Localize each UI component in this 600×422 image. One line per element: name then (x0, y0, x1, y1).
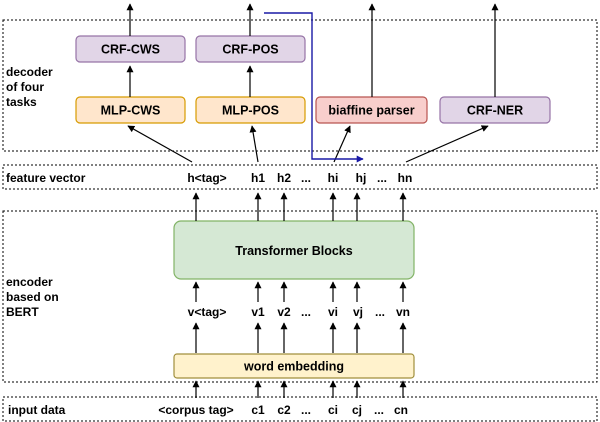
feature-token-tag: h<tag> (187, 171, 226, 185)
decoder-label-line3: tasks (6, 95, 37, 109)
feature-vector-section (2, 164, 598, 190)
transformer-blocks-box (173, 220, 415, 280)
encoder-label-line3: BERT (6, 305, 39, 319)
input-token-cj: cj (352, 403, 362, 417)
word-embedding-text: word embedding (243, 360, 344, 374)
crf-cws-text: CRF-CWS (101, 43, 160, 57)
feature-token-hj: hj (356, 171, 367, 185)
feature-token-h2: h2 (277, 171, 291, 185)
encoder-token-vi: vi (328, 305, 338, 319)
embedding-output-arrows (192, 322, 407, 353)
encoder-section (2, 210, 598, 383)
feature-token-ellipsis-2: ... (377, 171, 387, 185)
encoder-token-v1: v1 (251, 305, 265, 319)
crf-pos-text: CRF-POS (222, 43, 278, 57)
input-data-label: input data (8, 403, 66, 417)
encoder-label-line1: encoder (6, 275, 53, 289)
encoder-token-arrows (192, 281, 407, 302)
feature-token-hi: hi (328, 171, 339, 185)
input-arrows (192, 380, 407, 398)
encoder-token-tag: v<tag> (188, 305, 227, 319)
encoder-token-ellipsis-1: ... (301, 305, 311, 319)
blue-route-arrow (264, 12, 364, 163)
input-token-c2: c2 (277, 403, 291, 417)
feature-token-hn: hn (398, 171, 413, 185)
biaffine-parser-text: biaffine parser (328, 104, 414, 118)
transformer-output-arrows (192, 192, 407, 221)
input-token-cn: cn (394, 403, 408, 417)
encoder-token-vj: vj (353, 305, 363, 319)
encoder-token-v2: v2 (277, 305, 291, 319)
feature-token-ellipsis-1: ... (301, 171, 311, 185)
encoder-token-ellipsis-2: ... (375, 305, 385, 319)
input-data-section (2, 396, 598, 422)
input-token-c1: c1 (251, 403, 265, 417)
mlp-pos-text: MLP-POS (222, 104, 279, 118)
input-token-ellipsis-1: ... (301, 403, 311, 417)
crf-ner-text: CRF-NER (467, 104, 523, 118)
mlp-cws-text: MLP-CWS (101, 104, 161, 118)
word-embedding-box (173, 353, 415, 379)
transformer-blocks-text: Transformer Blocks (235, 244, 352, 258)
decoder-arrows (126, 3, 499, 163)
input-token-ci: ci (328, 403, 338, 417)
encoder-label-line2: based on (6, 290, 59, 304)
decoder-label-line2: of four (6, 80, 44, 94)
feature-vector-label: feature vector (6, 171, 86, 185)
decoder-section (2, 19, 598, 152)
encoder-token-vn: vn (396, 305, 410, 319)
input-token-ellipsis-2: ... (374, 403, 384, 417)
feature-token-h1: h1 (251, 171, 265, 185)
decoder-label-line1: decoder (6, 65, 53, 79)
input-token-corpus-tag: <corpus tag> (158, 403, 233, 417)
